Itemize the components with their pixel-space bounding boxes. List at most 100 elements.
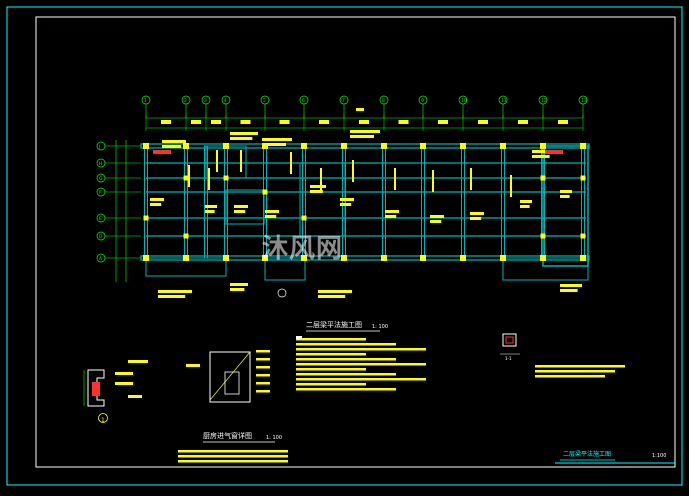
window-note — [256, 358, 270, 361]
axis-bubble — [299, 95, 309, 105]
watermark-logo: 沐风网 — [262, 234, 344, 264]
column — [262, 255, 268, 261]
wall-section — [87, 369, 105, 407]
column — [301, 255, 307, 261]
section-note — [128, 395, 142, 398]
beam-annotation-vertical — [290, 152, 292, 174]
axis-label: 10 — [461, 98, 467, 104]
column — [183, 175, 189, 181]
beam-annotation — [470, 212, 484, 215]
axis-label: 8 — [382, 98, 385, 104]
beam-annotation — [162, 145, 182, 148]
column — [301, 215, 307, 221]
column — [540, 175, 546, 181]
beam-annotation-vertical — [352, 160, 354, 182]
column — [341, 255, 347, 261]
column — [540, 233, 546, 239]
dim-text — [398, 120, 409, 124]
note-line — [296, 338, 366, 341]
axis-label: 3 — [204, 98, 207, 104]
axis-bubble — [141, 95, 151, 105]
axis-label: 5 — [263, 98, 266, 104]
beam-annotation — [560, 195, 570, 198]
axis-label: D — [99, 234, 103, 240]
beam-annotation-vertical — [188, 165, 190, 187]
beam-annotation-vertical — [432, 170, 434, 192]
beam-annotation — [350, 130, 380, 133]
column — [580, 175, 586, 181]
section-cut-marker — [277, 288, 287, 298]
plan-title: 二层梁平法施工图 — [306, 321, 362, 329]
section-mark: 1 — [101, 417, 105, 424]
axis-label: 6 — [302, 98, 305, 104]
dim-text — [161, 120, 171, 124]
window-note — [186, 364, 200, 367]
beam-annotation — [230, 132, 258, 135]
dim-text — [279, 120, 290, 124]
note-line — [296, 383, 366, 386]
total-dim-text — [356, 108, 364, 111]
axis-label: 7 — [342, 98, 345, 104]
note-line — [296, 368, 366, 371]
beam-annotation — [310, 185, 326, 188]
red-note — [545, 150, 563, 154]
detail-title: 厨房进气窗详图 — [203, 432, 252, 440]
detail-note — [535, 375, 605, 378]
note-line — [296, 343, 396, 346]
beam-annotation — [520, 200, 532, 203]
detail-note — [535, 370, 615, 373]
column — [420, 255, 426, 261]
beam-annotation — [560, 289, 578, 292]
sheet-number: 1:100 — [652, 453, 667, 459]
axis-bubble — [260, 95, 270, 105]
column — [381, 143, 387, 149]
window-note — [256, 382, 270, 385]
axis-label: J — [98, 144, 100, 150]
sheet-title: 二层梁平法施工图 — [563, 451, 612, 458]
axis-bubble — [181, 95, 191, 105]
beam-annotation — [230, 137, 253, 140]
beam-annotation — [318, 295, 346, 298]
axis-bubble — [221, 95, 231, 105]
axis-label: 9 — [421, 98, 424, 104]
detail-rebar — [505, 336, 514, 344]
detail-section — [502, 333, 517, 347]
detail-scale: 1: 100 — [266, 435, 282, 441]
beam-annotation-vertical — [208, 168, 210, 190]
beam-annotation — [265, 215, 277, 218]
axis-label: G — [99, 176, 103, 182]
axis-bubble — [578, 95, 588, 105]
axis-bubble — [498, 95, 508, 105]
axis-label: 1 — [144, 98, 147, 104]
column — [580, 255, 586, 261]
inner-frame — [35, 16, 676, 468]
column — [183, 255, 189, 261]
note-line — [296, 373, 396, 376]
column — [262, 189, 268, 195]
beam-annotation — [158, 295, 186, 298]
window-diagonal — [209, 351, 251, 401]
column — [580, 233, 586, 239]
beam-annotation — [532, 155, 550, 158]
beam-annotation-vertical — [510, 175, 512, 197]
column — [460, 255, 466, 261]
column — [223, 255, 229, 261]
beam-annotation — [310, 190, 323, 193]
axis-label: 12 — [541, 98, 547, 104]
note-line — [296, 358, 396, 361]
beam-annotation — [520, 205, 530, 208]
window-spec-line — [178, 450, 288, 453]
plan-scale: 1: 100 — [372, 324, 388, 330]
beam-annotation — [234, 210, 246, 213]
dim-text — [518, 120, 528, 124]
axis-label: E — [99, 216, 102, 222]
axis-label: 4 — [224, 98, 227, 104]
window-detail — [209, 351, 251, 403]
beam-annotation — [470, 217, 482, 220]
axis-bubble — [458, 95, 468, 105]
window-frame — [224, 371, 240, 395]
column — [420, 143, 426, 149]
dim-text — [240, 120, 251, 124]
column — [183, 143, 189, 149]
